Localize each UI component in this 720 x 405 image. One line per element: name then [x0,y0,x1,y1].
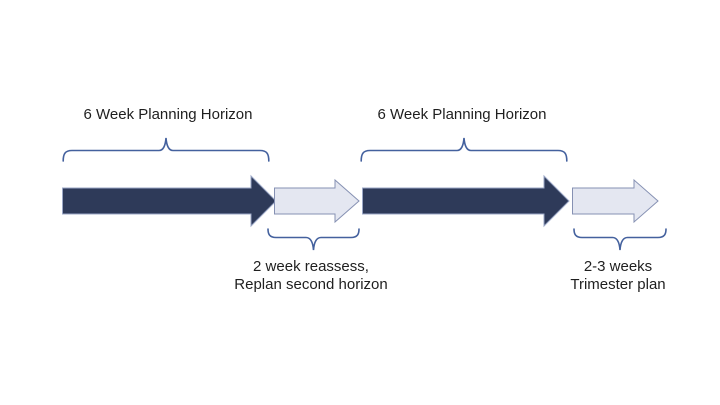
horizon-2-label: 6 Week Planning Horizon [377,106,547,123]
reassess-brace [267,228,360,251]
reassess-label: 2 week reassess, Replan second horizon [201,258,421,294]
horizon-1-brace [62,137,270,162]
horizon-1-arrow [62,174,277,228]
reassess-arrow [274,178,360,224]
horizon-2-brace [360,137,568,162]
reassess-label-line-1: 2 week reassess, [253,258,369,275]
trimester-label-line-2: Trimester plan [570,276,666,293]
horizon-2-arrow [362,174,570,228]
trimester-brace [573,228,667,251]
horizon-1-label: 6 Week Planning Horizon [83,106,253,123]
trimester-label: 2-3 weeks Trimester plan [508,258,720,294]
reassess-label-line-2: Replan second horizon [234,276,388,293]
trimester-arrow [572,178,659,224]
trimester-label-line-1: 2-3 weeks [583,258,653,275]
